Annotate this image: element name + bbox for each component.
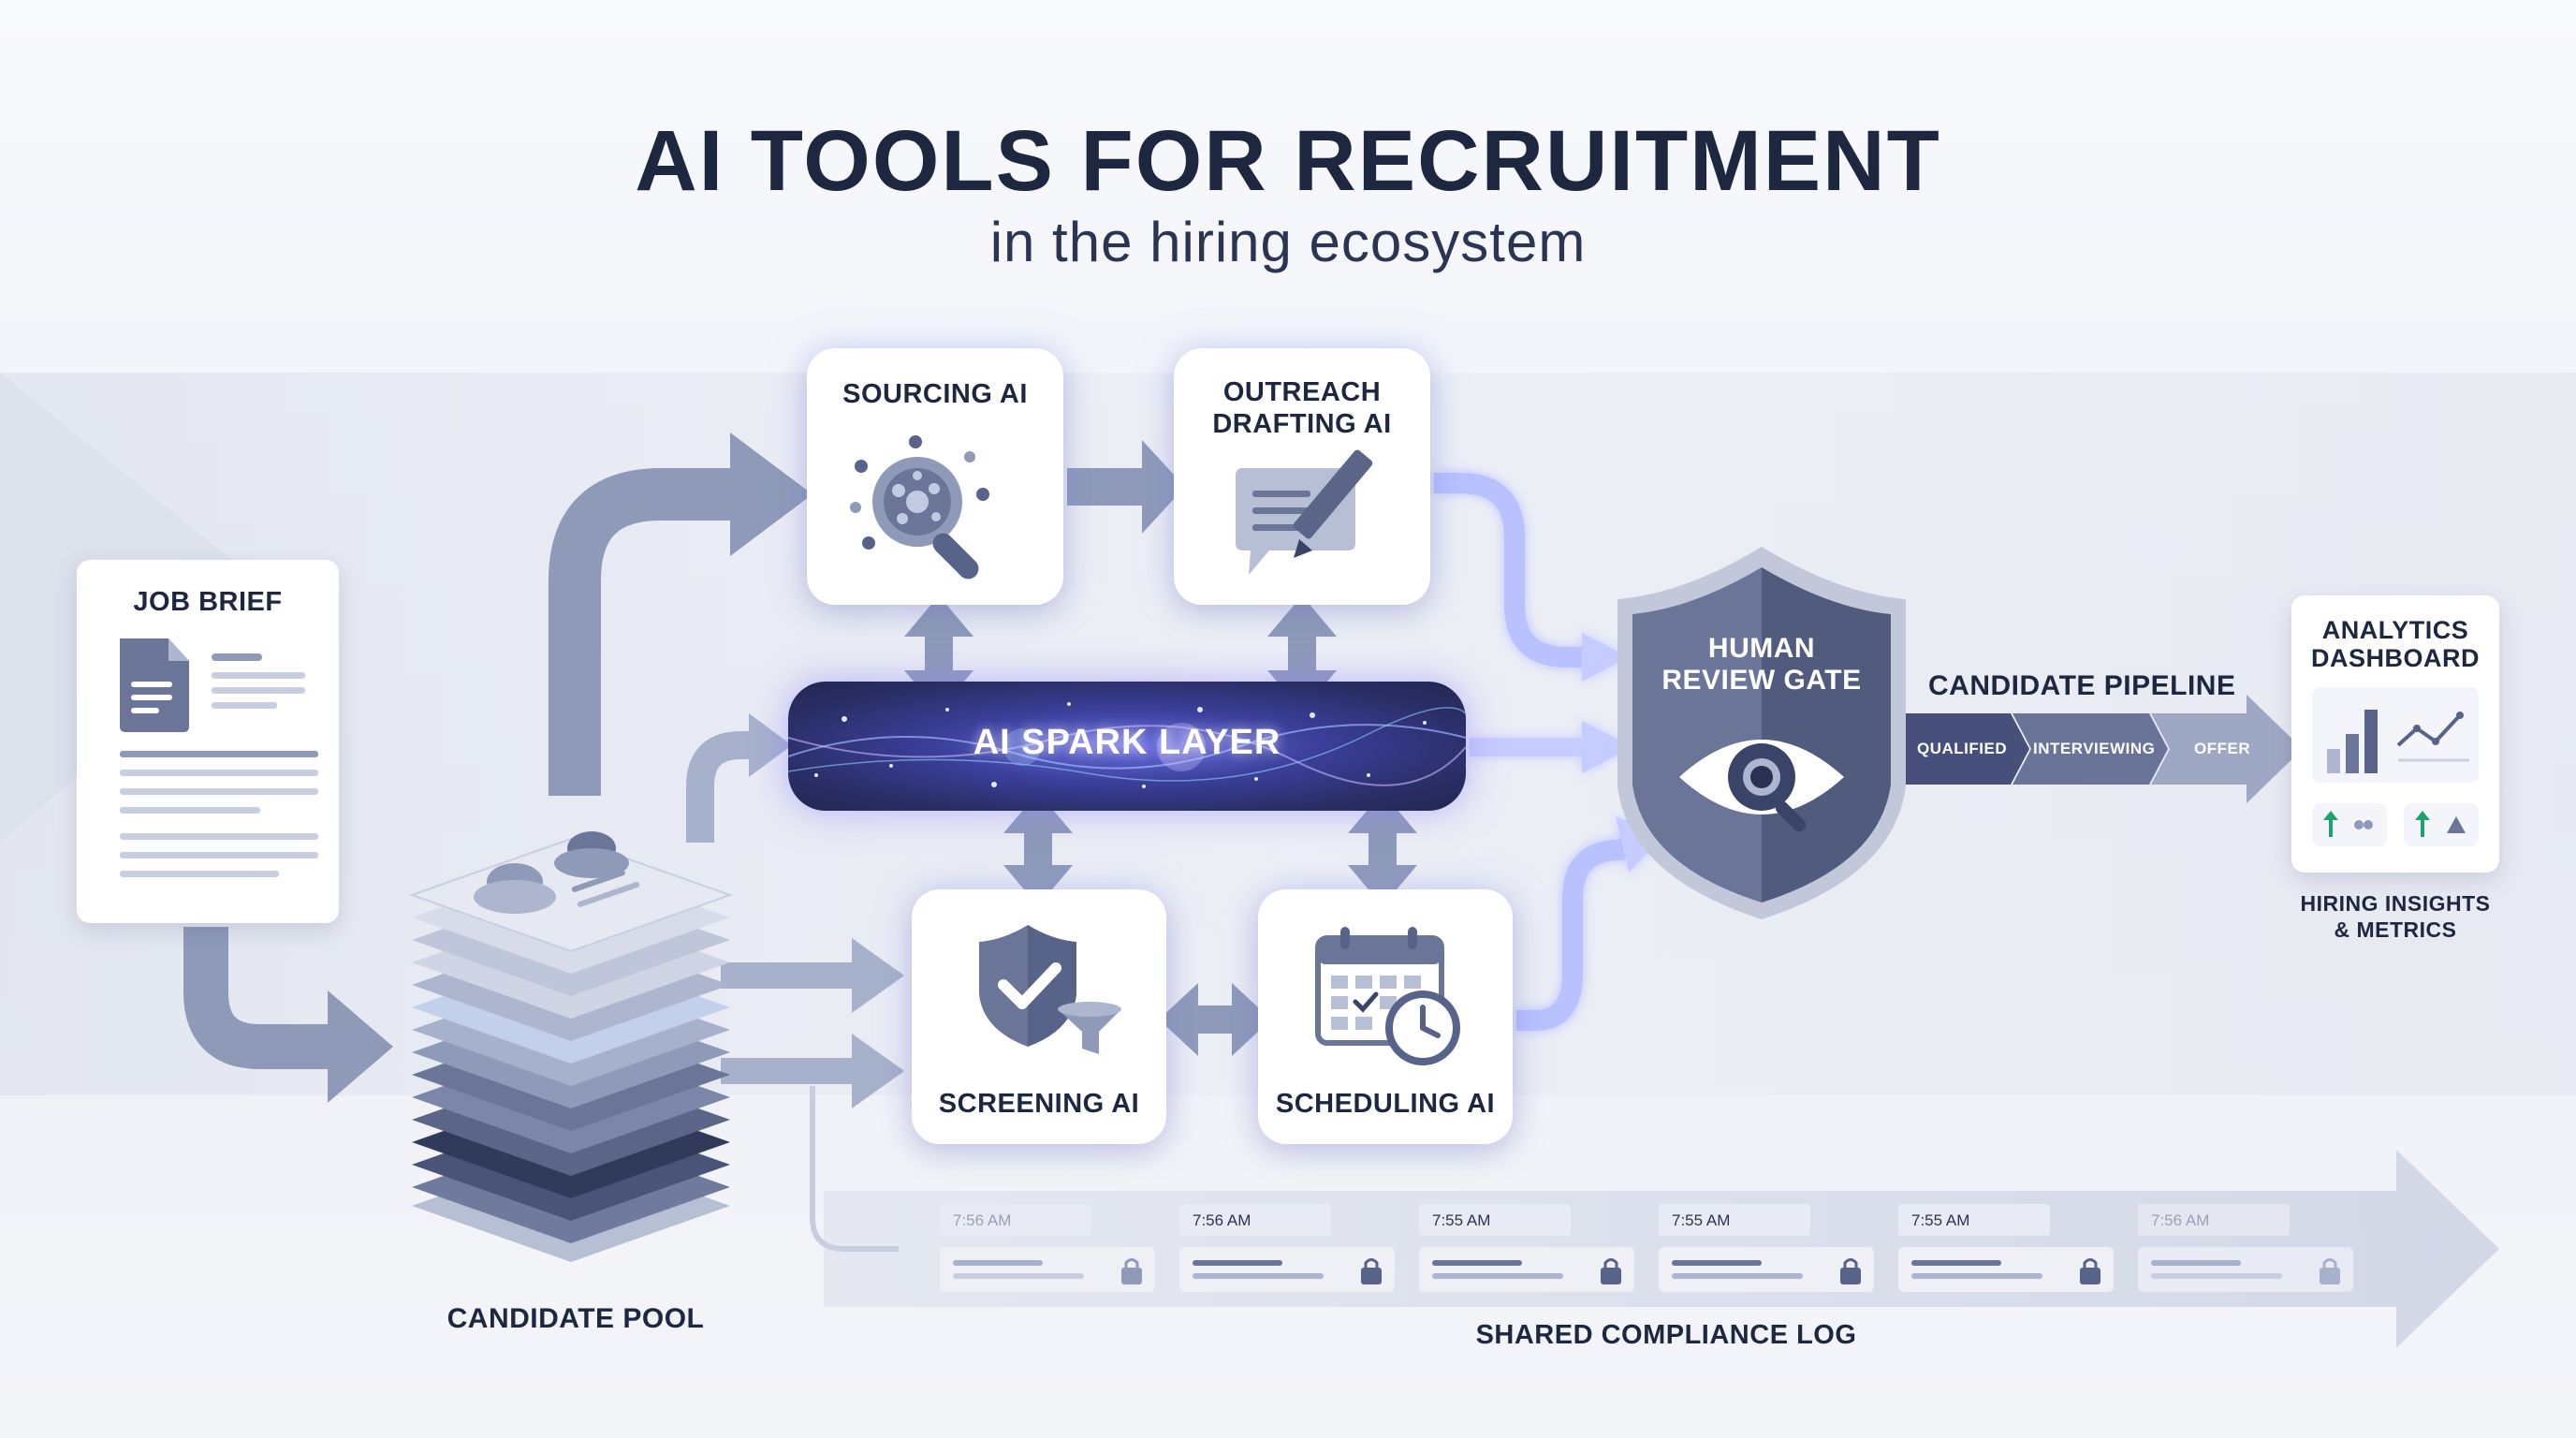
pipeline-stage-qualified[interactable]: QUALIFIED	[1917, 740, 2008, 757]
log-entry-time: 7:56 AM	[953, 1211, 1012, 1229]
candidate-profile-layers	[408, 831, 734, 1262]
log-entry[interactable]: 7:56 AM	[940, 1204, 1155, 1298]
arrow-up-icon	[2323, 811, 2373, 837]
analytics-dashboard-card[interactable]: ANALYTICS DASHBOARD	[2291, 595, 2499, 873]
document-icon	[120, 638, 318, 877]
log-entry[interactable]: 7:55 AM	[1419, 1204, 1634, 1298]
arrow-up-icon	[2415, 811, 2466, 837]
log-entry-time: 7:55 AM	[1432, 1211, 1491, 1229]
filter-icon	[1058, 1002, 1121, 1054]
shield-check-icon	[979, 925, 1121, 1054]
magnifier-icon	[850, 435, 989, 580]
bar-chart-icon	[2327, 710, 2378, 773]
sourcing-ai-card[interactable]: SOURCING AI	[807, 348, 1063, 605]
lock-icon	[1601, 1258, 1621, 1284]
candidate-pipeline-title: CANDIDATE PIPELINE	[1928, 670, 2236, 701]
insights-label-line2: & METRICS	[2334, 917, 2457, 942]
clock-icon	[1385, 990, 1460, 1065]
review-gate-label-line1: HUMAN	[1707, 633, 1816, 664]
metric-tile-2	[2404, 803, 2479, 846]
lock-icon	[2080, 1258, 2100, 1284]
insights-label-line1: HIRING INSIGHTS	[2300, 891, 2491, 916]
scheduling-ai-card[interactable]: SCHEDULING AI	[1258, 889, 1513, 1144]
log-entry[interactable]: 7:55 AM	[1898, 1204, 2114, 1298]
compliance-log-title: SHARED COMPLIANCE LOG	[1475, 1320, 1857, 1350]
spark-layer-label: AI SPARK LAYER	[973, 723, 1281, 762]
chart-panel	[2312, 687, 2479, 783]
scheduling-ai-label: SCHEDULING AI	[1275, 1089, 1496, 1119]
log-entry-time: 7:55 AM	[1672, 1211, 1731, 1229]
analytics-label-line2: DASHBOARD	[2311, 644, 2480, 672]
screening-ai-label: SCREENING AI	[938, 1089, 1140, 1119]
analytics-label-line1: ANALYTICS	[2321, 616, 2469, 644]
candidate-pool-stack[interactable]	[393, 777, 749, 1301]
review-gate-label-line2: REVIEW GATE	[1661, 665, 1862, 696]
pencil-message-icon	[1236, 449, 1373, 575]
job-brief-card[interactable]: JOB BRIEF	[77, 560, 339, 923]
candidate-pool-label: CANDIDATE POOL	[446, 1303, 705, 1334]
eye-icon	[1679, 740, 1844, 832]
lock-icon	[1121, 1258, 1142, 1284]
job-brief-label: JOB BRIEF	[133, 587, 283, 617]
log-entry[interactable]: 7:56 AM	[1179, 1204, 1395, 1298]
sourcing-ai-label: SOURCING AI	[842, 379, 1028, 409]
spark-particles	[788, 702, 1466, 788]
log-entry-time: 7:55 AM	[1911, 1211, 1970, 1229]
calendar-icon	[1315, 927, 1460, 1065]
log-entry-time: 7:56 AM	[1193, 1211, 1251, 1229]
outreach-ai-label-line2: DRAFTING AI	[1212, 409, 1392, 439]
lock-icon	[1840, 1258, 1861, 1284]
lock-icon	[2320, 1258, 2340, 1284]
page-subtitle: in the hiring ecosystem	[989, 211, 1587, 273]
metric-tile-1	[2312, 803, 2387, 846]
log-entry[interactable]: 7:56 AM	[2138, 1204, 2353, 1298]
outreach-ai-label-line1: OUTREACH	[1222, 377, 1382, 407]
outreach-drafting-ai-card[interactable]: OUTREACH DRAFTING AI	[1174, 348, 1430, 605]
human-review-gate[interactable]: HUMAN REVIEW GATE	[1632, 618, 1891, 899]
ai-spark-layer[interactable]: AI SPARK LAYER	[788, 682, 1466, 811]
pipeline-stage-interviewing[interactable]: INTERVIEWING	[2033, 740, 2156, 757]
line-chart-icon	[2396, 712, 2469, 762]
page-title: AI TOOLS FOR RECRUITMENT	[635, 113, 1941, 209]
pipeline-stage-offer[interactable]: OFFER	[2194, 740, 2251, 757]
log-entry[interactable]: 7:55 AM	[1659, 1204, 1874, 1298]
lock-icon	[1361, 1258, 1382, 1284]
screening-ai-card[interactable]: SCREENING AI	[912, 889, 1166, 1144]
log-entry-time: 7:56 AM	[2151, 1211, 2210, 1229]
